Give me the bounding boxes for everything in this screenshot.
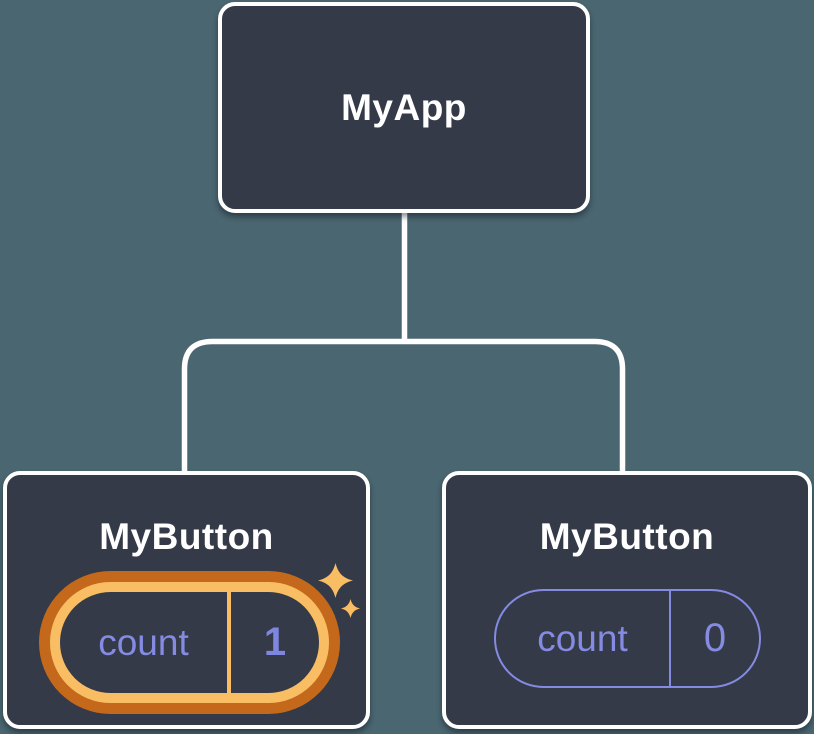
state-pill-plain: count 0	[494, 589, 761, 688]
state-value: 0	[669, 591, 759, 686]
state-pill-inner-ring: count 1	[50, 582, 329, 703]
component-node-child-right: MyButton count 0	[442, 471, 812, 729]
state-key: count	[98, 621, 189, 663]
state-pill-highlighted: count 1	[39, 571, 340, 714]
component-label: MyButton	[539, 516, 715, 557]
component-label: MyApp	[341, 86, 467, 128]
sparkle-icon-large	[318, 563, 353, 598]
state-key: count	[537, 617, 628, 659]
sparkle-icon-small	[341, 599, 360, 618]
component-label: MyButton	[99, 516, 274, 557]
component-node-root: MyApp	[218, 2, 590, 213]
state-value: 1	[227, 592, 319, 693]
component-node-child-left: MyButton count 1	[3, 471, 370, 729]
state-pill-body: count 1	[60, 592, 319, 693]
